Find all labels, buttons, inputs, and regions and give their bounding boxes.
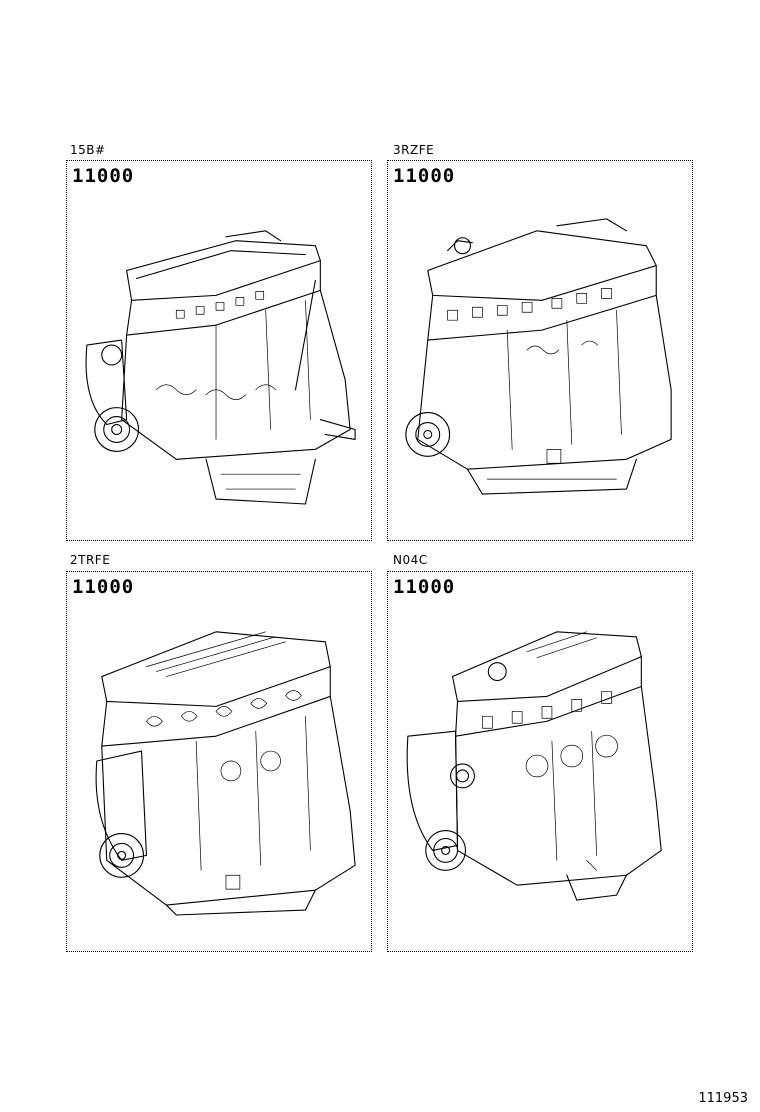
engine-code-label: N04C — [393, 553, 428, 567]
engine-block-3rzfe-illustration — [405, 218, 672, 495]
engine-block-n04c-illustration — [406, 631, 662, 901]
engine-code-label: 15B# — [70, 143, 106, 157]
engine-panel-15b[interactable]: 11000 — [66, 160, 372, 541]
part-number: 11000 — [72, 576, 135, 598]
part-number: 11000 — [393, 576, 456, 598]
engine-panel-3rzfe[interactable]: 11000 — [387, 160, 693, 541]
engine-panel-2trfe[interactable]: 11000 — [66, 571, 372, 952]
part-number: 11000 — [72, 165, 135, 187]
part-number: 11000 — [393, 165, 456, 187]
engine-block-15b-illustration — [85, 230, 356, 505]
engine-panel-n04c[interactable]: 11000 — [387, 571, 693, 952]
diagram-id-label: 111953 — [698, 1091, 748, 1106]
engine-code-label: 2TRFE — [70, 553, 111, 567]
engine-code-label: 3RZFE — [393, 143, 435, 157]
engine-block-2trfe-illustration — [95, 631, 356, 916]
